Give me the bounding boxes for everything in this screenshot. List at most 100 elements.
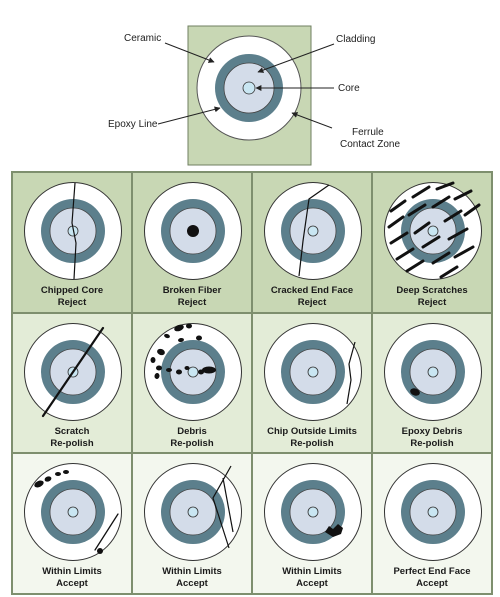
cell-verdict: Re-polish bbox=[290, 437, 334, 449]
debris-particle bbox=[156, 365, 162, 371]
debris-particle bbox=[150, 356, 156, 363]
cell-title: Scratch bbox=[54, 425, 90, 437]
core-disc bbox=[427, 366, 439, 378]
end-face-chipped-core bbox=[24, 182, 122, 280]
debris-particle bbox=[154, 372, 160, 379]
end-face-perfect-end-face bbox=[384, 463, 482, 562]
deep-scratch-line bbox=[421, 235, 441, 249]
cell-title: Within Limits bbox=[162, 566, 222, 578]
label-epoxy-line: Epoxy Line bbox=[108, 119, 158, 130]
deep-scratch-line bbox=[411, 185, 431, 199]
cell-verdict: Accept bbox=[416, 578, 448, 590]
cell-title: Chipped Core bbox=[40, 285, 104, 296]
epoxy-debris-particle bbox=[410, 387, 420, 396]
debris-particle bbox=[164, 333, 170, 338]
debris-particle bbox=[202, 366, 216, 374]
debris-particle bbox=[174, 324, 184, 331]
cell-verdict: Reject bbox=[297, 297, 327, 308]
deep-scratch-line bbox=[431, 251, 451, 265]
debris-particle bbox=[196, 335, 202, 341]
cell-title: Broken Fiber bbox=[162, 285, 222, 296]
debris-particle bbox=[34, 480, 44, 488]
debris-particle bbox=[166, 367, 172, 372]
broken-core-mark bbox=[187, 225, 199, 237]
cell-title: Chip Outside Limits bbox=[267, 425, 357, 437]
deep-scratch-line bbox=[395, 247, 415, 261]
deep-scratch-line bbox=[439, 265, 459, 279]
label-cladding: Cladding bbox=[336, 34, 375, 45]
label-ceramic: Ceramic bbox=[124, 33, 161, 44]
end-face-within-limits-chip bbox=[264, 463, 362, 562]
deep-scratch-line bbox=[431, 195, 451, 209]
edge-scratch-line bbox=[94, 513, 119, 551]
deep-scratch-line bbox=[413, 221, 431, 235]
debris-particle bbox=[186, 323, 192, 329]
core-disc bbox=[187, 506, 199, 518]
cell-verdict: Reject bbox=[417, 297, 447, 308]
end-face-crack-line bbox=[298, 184, 330, 277]
cell-title: Within Limits bbox=[282, 566, 342, 578]
core-disc bbox=[187, 366, 199, 378]
debris-particle bbox=[44, 476, 52, 482]
cell-verdict: Re-polish bbox=[410, 437, 454, 449]
cell-verdict: Accept bbox=[176, 578, 208, 590]
cell-title: Debris bbox=[177, 425, 207, 437]
end-face-chip-outside-limits bbox=[264, 322, 362, 421]
debris-particle bbox=[176, 369, 182, 375]
end-face-within-limits-cracks bbox=[144, 463, 242, 562]
deep-scratch-line bbox=[453, 189, 473, 201]
debris-particle bbox=[198, 369, 204, 375]
cell-title: Cracked End Face bbox=[270, 285, 354, 296]
label-core: Core bbox=[338, 83, 360, 94]
debris-particle bbox=[55, 472, 61, 477]
deep-scratch-line bbox=[389, 231, 409, 245]
cell-title: Deep Scratches bbox=[396, 285, 468, 296]
cell-verdict: Accept bbox=[56, 578, 88, 590]
end-face-within-limits-debris bbox=[24, 463, 122, 562]
label-ferrule: Ferrule bbox=[352, 127, 384, 138]
deep-scratch-line bbox=[443, 209, 463, 223]
debris-particle bbox=[97, 548, 103, 555]
core-disc bbox=[307, 225, 319, 237]
debris-particle bbox=[184, 365, 190, 370]
end-face-deep-scratches bbox=[384, 181, 482, 280]
cell-title: Perfect End Face bbox=[393, 566, 471, 578]
deep-scratch-line bbox=[447, 227, 469, 241]
cell-verdict: Re-polish bbox=[50, 437, 94, 449]
core-disc bbox=[307, 506, 319, 518]
edge-crack-line bbox=[222, 478, 234, 533]
core-disc bbox=[242, 81, 256, 95]
core-disc bbox=[427, 225, 439, 237]
label-contact-zone: Contact Zone bbox=[340, 139, 400, 150]
deep-scratch-line bbox=[453, 245, 475, 259]
end-face-epoxy-debris bbox=[384, 322, 482, 421]
cell-title: Epoxy Debris bbox=[401, 425, 463, 437]
cell-verdict: Reject bbox=[57, 297, 87, 308]
deep-scratch-line bbox=[463, 203, 481, 217]
end-face-scratch bbox=[24, 322, 122, 421]
debris-particle bbox=[157, 348, 165, 355]
cell-title: Within Limits bbox=[42, 566, 102, 578]
